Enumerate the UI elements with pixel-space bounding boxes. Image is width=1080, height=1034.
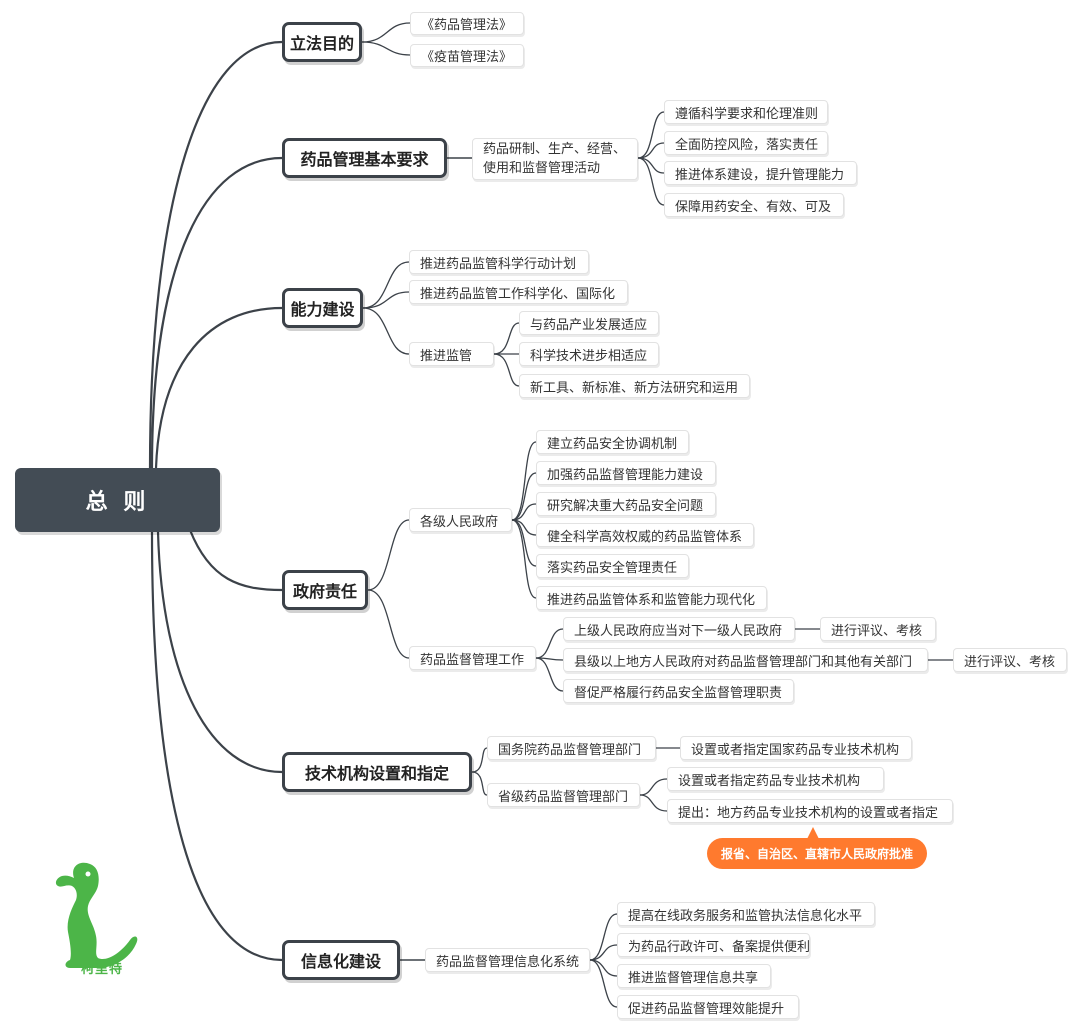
branch-technical-institutions: 技术机构设置和指定 — [282, 752, 472, 792]
item-vaccine-admin-law: 《疫苗管理法》 — [410, 44, 524, 67]
item-drug-admin-law: 《药品管理法》 — [410, 12, 524, 35]
evaluation-node-2: 进行评议、考核 — [953, 648, 1067, 672]
gov-item-5: 落实药品安全管理责任 — [536, 554, 689, 578]
info-system: 药品监督管理信息化系统 — [425, 948, 590, 972]
state-council-item: 设置或者指定国家药品专业技术机构 — [680, 736, 912, 760]
capacity-item-supervise: 推进监管 — [409, 342, 494, 366]
gov-item-3: 研究解决重大药品安全问题 — [536, 492, 716, 516]
basic-req-item-1: 遵循科学要求和伦理准则 — [664, 100, 828, 124]
basic-req-item-2: 全面防控风险，落实责任 — [664, 131, 828, 155]
info-item-2: 为药品行政许可、备案提供便利 — [617, 933, 810, 957]
gov-all-levels: 各级人民政府 — [409, 508, 512, 532]
branch-capacity-building: 能力建设 — [282, 288, 363, 328]
gov-item-6: 推进药品监管体系和监管能力现代化 — [536, 586, 767, 610]
supervise-item-1: 与药品产业发展适应 — [519, 311, 659, 335]
provincial-department: 省级药品监督管理部门 — [487, 783, 640, 807]
supervision-item-3: 督促严格履行药品安全监督管理职责 — [563, 679, 794, 703]
gov-item-4: 健全科学高效权威的药品监管体系 — [536, 523, 754, 547]
logo-text: 柯里特 — [80, 962, 123, 977]
evaluation-node-1: 进行评议、考核 — [820, 617, 936, 641]
dog-logo-icon — [55, 862, 138, 968]
basic-req-item-4: 保障用药安全、有效、可及 — [664, 193, 844, 217]
capacity-item-2: 推进药品监管工作科学化、国际化 — [409, 280, 628, 304]
supervision-item-1: 上级人民政府应当对下一级人民政府 — [563, 617, 795, 641]
branch-government-responsibility: 政府责任 — [282, 570, 368, 610]
state-council-department: 国务院药品监督管理部门 — [487, 736, 656, 760]
branch-basic-requirements: 药品管理基本要求 — [282, 138, 447, 178]
capacity-item-1: 推进药品监管科学行动计划 — [409, 250, 589, 274]
approval-callout: 报省、自治区、直辖市人民政府批准 — [707, 827, 927, 869]
drug-supervision-work: 药品监督管理工作 — [409, 646, 536, 670]
supervise-item-2: 科学技术进步相适应 — [519, 342, 659, 366]
basic-req-item-3: 推进体系建设，提升管理能力 — [664, 161, 857, 185]
supervision-item-2: 县级以上地方人民政府对药品监督管理部门和其他有关部门 — [563, 648, 928, 672]
supervise-item-3: 新工具、新标准、新方法研究和运用 — [519, 374, 750, 398]
gov-item-2: 加强药品监督管理能力建设 — [536, 461, 716, 485]
info-item-4: 促进药品监督管理效能提升 — [617, 995, 799, 1019]
basic-requirements-scope: 药品研制、生产、经营、使用和监督管理活动 — [472, 138, 638, 180]
branch-informatization: 信息化建设 — [282, 940, 400, 980]
central-topic: 总 则 — [15, 468, 220, 532]
provincial-item-2: 提出：地方药品专业技术机构的设置或者指定 — [667, 799, 953, 823]
provincial-item-1: 设置或者指定药品专业技术机构 — [667, 767, 884, 791]
info-item-1: 提高在线政务服务和监管执法信息化水平 — [617, 902, 875, 926]
branch-legislative-purpose: 立法目的 — [282, 22, 362, 62]
gov-item-1: 建立药品安全协调机制 — [536, 430, 689, 454]
info-item-3: 推进监督管理信息共享 — [617, 964, 771, 988]
